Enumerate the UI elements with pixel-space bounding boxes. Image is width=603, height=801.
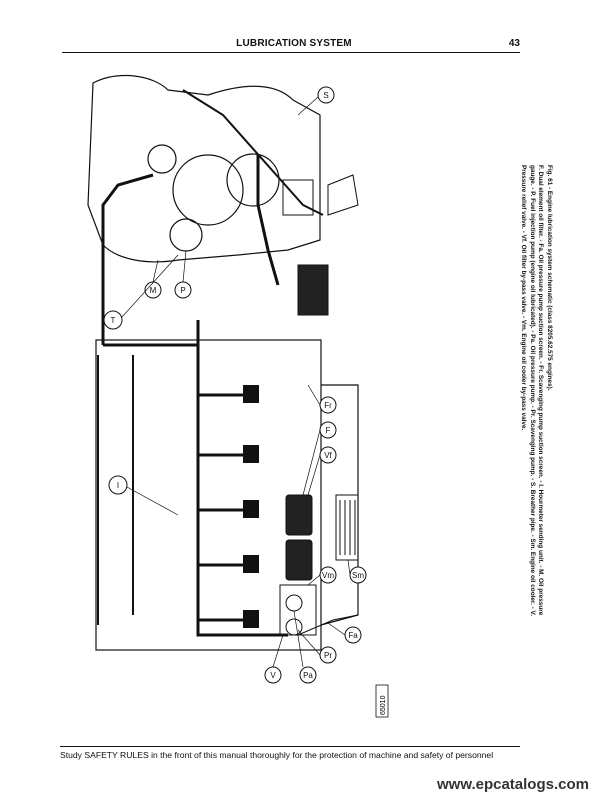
callout-t: T	[111, 316, 116, 325]
injection-pump-gear	[169, 218, 203, 252]
callout-pa: Pa	[303, 671, 313, 680]
caption-title: Fig. 61 - Engine lubrication system sche…	[546, 165, 553, 391]
upper-screen	[327, 174, 359, 216]
breather-pipe	[182, 89, 324, 216]
timing-gear-small	[147, 144, 177, 174]
callout-vf: Vf	[324, 451, 332, 460]
crank-throw-1	[243, 385, 259, 403]
callout-s: S	[323, 91, 328, 100]
header-rule	[62, 52, 520, 53]
scavenging-pump	[285, 618, 303, 636]
crankcase-outline	[95, 339, 322, 651]
oil-filter-element-1	[285, 494, 313, 536]
main-oil-gallery	[196, 345, 288, 637]
callout-fr: Fr	[324, 401, 332, 410]
upper-supply-line	[103, 320, 200, 347]
callout-pr: Pr	[324, 651, 332, 660]
upper-return-line	[101, 173, 154, 345]
callout-vm: Vm	[322, 571, 334, 580]
oil-filter-element-2	[285, 539, 313, 581]
callout-p: P	[180, 286, 185, 295]
callout-fa: Fa	[348, 631, 358, 640]
engine-upper-outline	[87, 74, 321, 263]
section-title: LUBRICATION SYSTEM	[236, 38, 352, 49]
crank-throw-5	[243, 610, 259, 628]
crank-throw-3	[243, 500, 259, 518]
callout-i: I	[117, 481, 119, 490]
oil-pressure-pump	[285, 594, 303, 612]
crank-throw-4	[243, 555, 259, 573]
crank-throw-2	[243, 445, 259, 463]
timing-supply-line	[256, 155, 280, 286]
watermark: www.epcatalogs.com	[437, 776, 589, 793]
figure-code: 65010	[380, 695, 387, 715]
upper-filter-block	[297, 264, 329, 316]
lower-screen-pipe	[297, 614, 359, 636]
callout-sm: Sm	[352, 571, 364, 580]
page-header: LUBRICATION SYSTEM 43	[62, 38, 520, 53]
callout-m: M	[150, 286, 157, 295]
figure-caption: Fig. 61 - Engine lubrication system sche…	[519, 165, 553, 635]
timing-gear-large	[172, 154, 244, 226]
safety-note: Study SAFETY RULES in the front of this …	[60, 750, 494, 760]
callout-f: F	[326, 426, 331, 435]
footer-rule	[60, 746, 520, 747]
oil-cooler	[335, 494, 359, 561]
page-footer: Study SAFETY RULES in the front of this …	[60, 746, 520, 760]
lubrication-schematic: S M P T I Fr F Vf Sm Vm Fa Pr Pa V 65010	[87, 74, 389, 718]
page-number: 43	[508, 38, 520, 49]
timing-gear-medium	[226, 153, 280, 207]
callout-v: V	[270, 671, 276, 680]
caption-body: F. Dual element oil filter. - Fa. Oil pr…	[520, 165, 545, 616]
upper-pump-housing	[282, 179, 314, 216]
